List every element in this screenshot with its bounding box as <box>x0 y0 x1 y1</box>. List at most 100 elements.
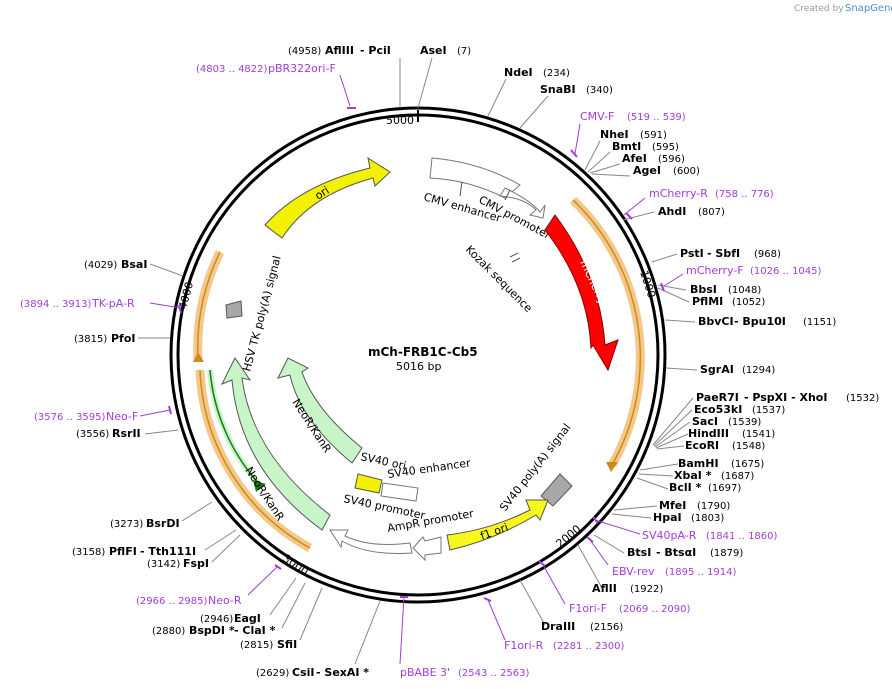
site-pos-bbvci: (1151) <box>803 317 836 328</box>
leader-pbabe3 <box>399 595 405 665</box>
leader-mfei <box>613 505 658 511</box>
site-btsi: BtsI <box>627 546 651 559</box>
site-btsi-extra: - BtsαI <box>656 546 696 559</box>
leader-mcherry-f <box>663 273 684 287</box>
leader-rsrii <box>144 429 179 435</box>
kozak-mark <box>509 252 519 258</box>
site-pos-afliii: (4958) <box>288 46 321 57</box>
primer-ebv-rev: EBV-rev <box>612 565 655 578</box>
cmv-promoter-feature <box>499 187 546 219</box>
leader-bmti <box>587 151 611 173</box>
site-sgrai: SgrAI <box>700 363 734 376</box>
primer-neo-r: Neo-R <box>208 594 242 607</box>
primer-range-ebv-rev: (1895 .. 1914) <box>665 567 737 578</box>
site-pos-pflfi: (3158) <box>72 547 105 558</box>
site-pos-bbsi: (1048) <box>728 285 761 296</box>
leader-fspi <box>211 534 241 563</box>
site-pos-eagi: (2946) <box>200 614 233 625</box>
credit-text: Created by <box>794 4 844 14</box>
site-mfei: MfeI <box>659 499 686 512</box>
leader-sfii <box>299 587 323 641</box>
primer-range-pbr322ori-f: (4803 .. 4822) <box>196 64 268 75</box>
neokan-inner-feature <box>277 357 363 464</box>
site-eagi: EagI <box>234 612 261 625</box>
leader-neo-f <box>139 409 171 417</box>
site-pos-btsi: (1879) <box>710 548 743 559</box>
site-agei: AgeI <box>633 164 661 177</box>
site-pos-sgrai: (1294) <box>742 365 775 376</box>
site-bspdi-extra: - ClaI * <box>234 624 276 637</box>
primer-range-mcherry-r: (758 .. 776) <box>715 189 774 200</box>
leader-mcherry-r <box>623 197 646 216</box>
leader-eco53ki <box>653 409 693 447</box>
site-pos-rsrii: (3556) <box>76 429 109 440</box>
site-bcli: BclI * <box>669 481 702 494</box>
leader-ecori <box>656 445 685 450</box>
primer-pbabe3: pBABE 3' <box>400 666 450 679</box>
primer-sv40pa-r: SV40pA-R <box>642 529 697 542</box>
leader-cmv-f <box>574 123 581 155</box>
site-draiii: DraIII <box>541 620 575 633</box>
ori-feature <box>264 156 391 239</box>
leader-bspdi <box>281 582 306 629</box>
orange-band-left-outer-line <box>199 369 311 549</box>
primer-mcherry-r: mCherry-R <box>649 187 708 200</box>
site-pos-ahdi: (807) <box>698 207 725 218</box>
site-pos-sfii: (2815) <box>240 640 273 651</box>
sv40-enhancer-feature <box>380 482 419 502</box>
leader-xbai <box>638 473 674 477</box>
leader-bcli <box>636 477 669 490</box>
site-bbvci: BbvCI <box>698 315 734 328</box>
mark-mcherry-f <box>660 282 665 292</box>
neokan-outer-arrow <box>253 480 266 492</box>
ampr-promoter-feature <box>412 536 442 562</box>
site-pos-bsrdi: (3273) <box>110 519 143 530</box>
neokan-outer-line <box>209 369 261 486</box>
primer-marks <box>168 107 665 602</box>
mcherry-feature <box>544 214 619 372</box>
site-hpai: HpaI <box>653 511 682 524</box>
site-pos-hindiii: (1541) <box>742 429 775 440</box>
site-afei: AfeI <box>622 152 647 165</box>
site-pos-bspdi: (2880) <box>152 626 185 637</box>
leader-afei <box>589 163 621 174</box>
sv40-polya-feature <box>540 473 573 507</box>
primer-range-neo-r: (2966 .. 2985) <box>136 596 208 607</box>
leader-tk-pa-r <box>149 302 182 309</box>
site-bbsi: BbsI <box>690 283 717 296</box>
site-hindiii: HindIII <box>688 427 729 440</box>
site-afliii: AflIII <box>325 44 354 57</box>
site-pos-asei: (7) <box>457 46 471 57</box>
orange-band-right-line <box>572 199 642 466</box>
plasmid-size: 5016 bp <box>396 360 441 373</box>
site-psti-extra: - SbfI <box>707 247 740 260</box>
site-pos-afei: (596) <box>658 154 685 165</box>
leader-bbvci <box>664 319 696 323</box>
leader-asei <box>417 57 433 109</box>
site-pos-hpai: (1803) <box>691 513 724 524</box>
site-pos-aflii: (1922) <box>630 584 663 595</box>
leader-sgrai <box>665 367 698 371</box>
leader-snabi <box>519 95 549 129</box>
leader-pflfi <box>204 529 237 551</box>
mark-f1ori-f <box>538 560 546 567</box>
site-rsrii: RsrII <box>112 427 141 440</box>
leader-hpai <box>611 513 652 519</box>
primer-cmv-f: CMV-F <box>580 110 614 123</box>
mark-tk-pa-r <box>178 304 182 314</box>
site-pos-ndei: (234) <box>543 68 570 79</box>
site-pos-agei: (600) <box>673 166 700 177</box>
site-saci: SacI <box>692 415 718 428</box>
site-ecori: EcoRI <box>685 439 719 452</box>
orange-band-left-arrow <box>193 352 204 362</box>
primer-mcherry-f: mCherry-F <box>686 264 744 277</box>
site-paer7i-extra: - PspXI - XhoI <box>744 391 827 404</box>
site-pflfi: PflFI <box>109 545 137 558</box>
leader-paer7i <box>652 397 694 446</box>
mark-ebv-rev <box>586 536 594 543</box>
site-sfii: SfiI <box>277 638 297 651</box>
orange-band-tk-line <box>196 251 221 361</box>
primer-range-f1ori-r: (2281 .. 2300) <box>553 641 625 652</box>
